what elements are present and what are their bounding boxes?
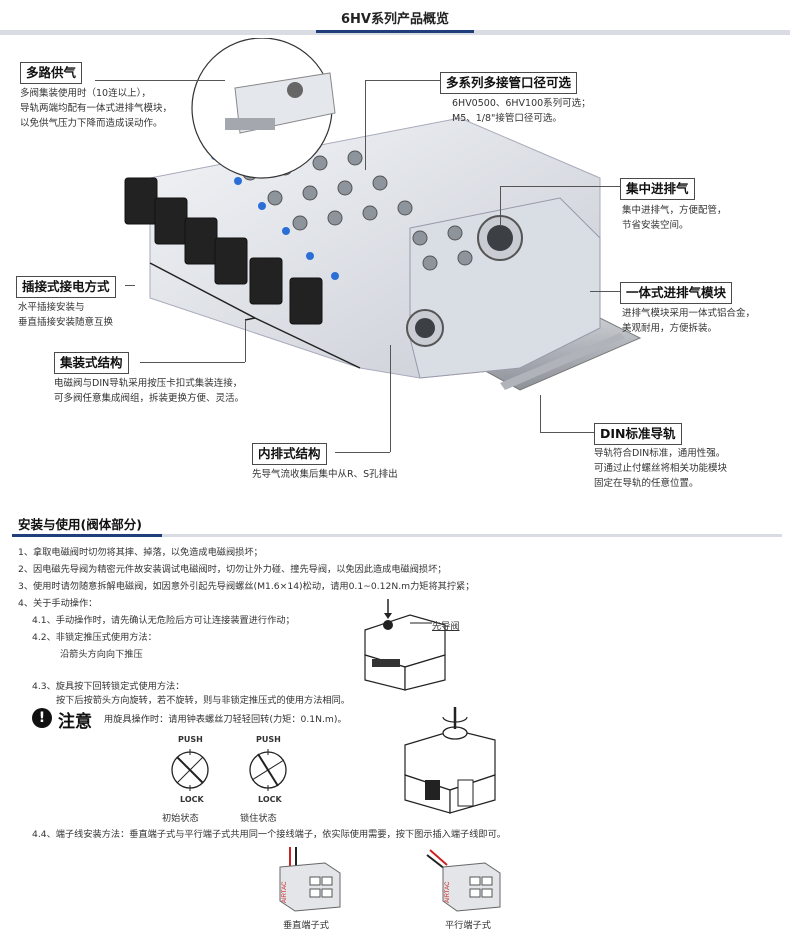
- lock-dial-initial: PUSH LOCK: [162, 733, 222, 813]
- screw-dial-icon: [171, 749, 209, 791]
- terminal-caption-parallel: 平行端子式: [445, 920, 491, 931]
- pilot-valve-drawing: [364, 599, 446, 691]
- desc-plug: 水平插接安装与垂直插接安装随意互换: [18, 302, 114, 328]
- push-label: PUSH: [256, 735, 281, 744]
- callout-line: [245, 320, 246, 362]
- dial-caption-locked: 锁住状态: [240, 813, 277, 824]
- label-central: 集中进排气: [620, 178, 695, 200]
- terminal-caption-vertical: 垂直端子式: [283, 920, 329, 931]
- parallel-terminal-drawing: AIRTAC: [426, 849, 501, 912]
- label-integrated: 一体式进排气模块: [620, 282, 733, 304]
- callout-line: [590, 291, 620, 292]
- instruction-4-2: 4.2、非锁定推压式使用方法：: [32, 632, 157, 643]
- instruction-4: 4、关于手动操作：: [18, 598, 98, 609]
- desc-integrated: 进排气模块采用一体式铝合金，美观耐用，方便拆装。: [622, 308, 756, 334]
- instruction-1: 1、拿取电磁阀时切勿将其摔、掉落，以免造成电磁阀损坏；: [18, 547, 263, 558]
- callout-line: [500, 186, 501, 226]
- screw-dial-icon: [249, 749, 287, 791]
- callout-line: [95, 80, 225, 81]
- desc-ports: 6HV0500、6HV100系列可选；M5、1/8"接管口径可选。: [452, 98, 591, 124]
- callout-line: [365, 80, 445, 81]
- callout-line: [390, 345, 391, 452]
- instruction-3: 3、使用时请勿随意拆解电磁阀，如因意外引起先导阀螺丝(M1.6×14)松动，请用…: [18, 581, 475, 592]
- screwdriver-operation-drawing: [404, 707, 496, 814]
- lock-label: LOCK: [258, 795, 282, 804]
- brand-text: AIRTAC: [445, 881, 451, 903]
- label-ports: 多系列多接管口径可选: [440, 72, 578, 94]
- warning-text: 用旋具操作时：请用钟表螺丝刀轻轻回转(力矩：0.1N.m)。: [104, 714, 347, 725]
- callout-line: [140, 362, 245, 363]
- warning-title: 注意: [58, 712, 92, 732]
- page-title: 6HV系列产品概览: [341, 12, 449, 27]
- lock-dial-locked: PUSH LOCK: [240, 733, 300, 813]
- dial-caption-initial: 初始状态: [162, 813, 199, 824]
- section-title: 安装与使用(阀体部分): [18, 517, 142, 532]
- callout-line: [540, 432, 595, 433]
- label-assembly: 集装式结构: [54, 352, 129, 374]
- title-rule: [0, 30, 790, 35]
- instruction-4-3-detail: 按下后按箭头方向旋转，若不旋转，则与非锁定推压式的使用方法相同。: [56, 695, 350, 706]
- instruction-4-4: 4.4、端子线安装方法：垂直端子式与平行端子式共用同一个接线端子，依实际使用需要…: [32, 829, 506, 840]
- desc-multi-supply: 多阀集装使用时（10连以上），导轨两端均配有一体式进排气模块，以免供气压力下降而…: [20, 88, 173, 129]
- desc-central: 集中进排气，方便配管，节省安装空间。: [622, 205, 727, 231]
- callout-line: [365, 80, 366, 170]
- callout-line: [125, 285, 135, 286]
- section-rule: [12, 534, 782, 537]
- instruction-2: 2、因电磁先导阀为精密元件故安装调试电磁阀时，切勿让外力碰、撞先导阀，以免因此造…: [18, 564, 447, 575]
- desc-assembly: 电磁阀与DIN导轨采用按压卡扣式集装连接，可多阀任意集成阀组，拆装更换方便、灵活…: [54, 378, 245, 404]
- desc-din: 导轨符合DIN标准，通用性强。可通过止付螺丝将相关功能模块固定在导轨的任意位置。: [594, 448, 728, 489]
- label-plug: 插接式接电方式: [16, 276, 116, 298]
- push-label: PUSH: [178, 735, 203, 744]
- label-exhaust: 内排式结构: [252, 443, 327, 465]
- instruction-4-1: 4.1、手动操作时，请先确认无危险后方可让连接装置进行作动；: [32, 615, 295, 626]
- vertical-terminal-drawing: AIRTAC: [279, 847, 341, 912]
- callout-line: [500, 186, 620, 187]
- pilot-valve-label: 先导阀: [432, 621, 460, 632]
- label-din: DIN标准导轨: [594, 423, 682, 445]
- label-multi-supply: 多路供气: [20, 62, 83, 84]
- valve-manifold-illustration: [124, 38, 642, 391]
- lock-label: LOCK: [180, 795, 204, 804]
- callout-line: [335, 452, 390, 453]
- desc-exhaust: 先导气流收集后集中从R、S孔排出: [252, 469, 398, 480]
- warning-icon: !: [32, 708, 52, 728]
- brand-text: AIRTAC: [282, 881, 288, 903]
- callout-line: [540, 395, 541, 432]
- instruction-4-2-detail: 沿箭头方向向下推压: [60, 649, 143, 660]
- instruction-4-3: 4.3、旋具按下回转锁定式使用方法：: [32, 681, 185, 692]
